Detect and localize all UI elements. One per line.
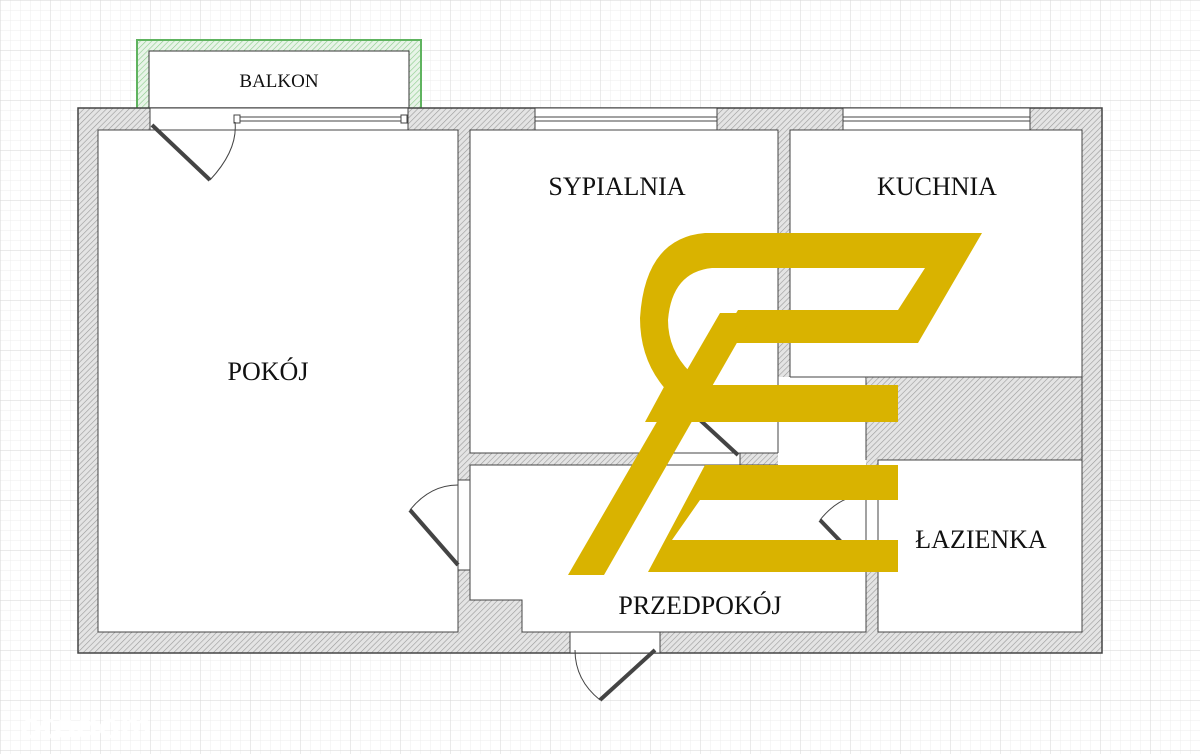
label-kuchnia: KUCHNIA (877, 172, 997, 201)
label-przedpokoj: PRZEDPOKÓJ (618, 591, 781, 620)
label-lazienka: ŁAZIENKA (915, 525, 1047, 554)
room-pokoj (97, 129, 459, 633)
windows (149, 107, 1031, 131)
watermark-otodom: otodom (20, 705, 152, 746)
label-pokoj: POKÓJ (228, 357, 309, 386)
label-balkon: BALKON (239, 71, 318, 92)
balcony (136, 39, 422, 112)
agency-logo (568, 233, 982, 575)
label-sypialnia: SYPIALNIA (548, 172, 685, 201)
room-lazienka (877, 459, 1083, 633)
